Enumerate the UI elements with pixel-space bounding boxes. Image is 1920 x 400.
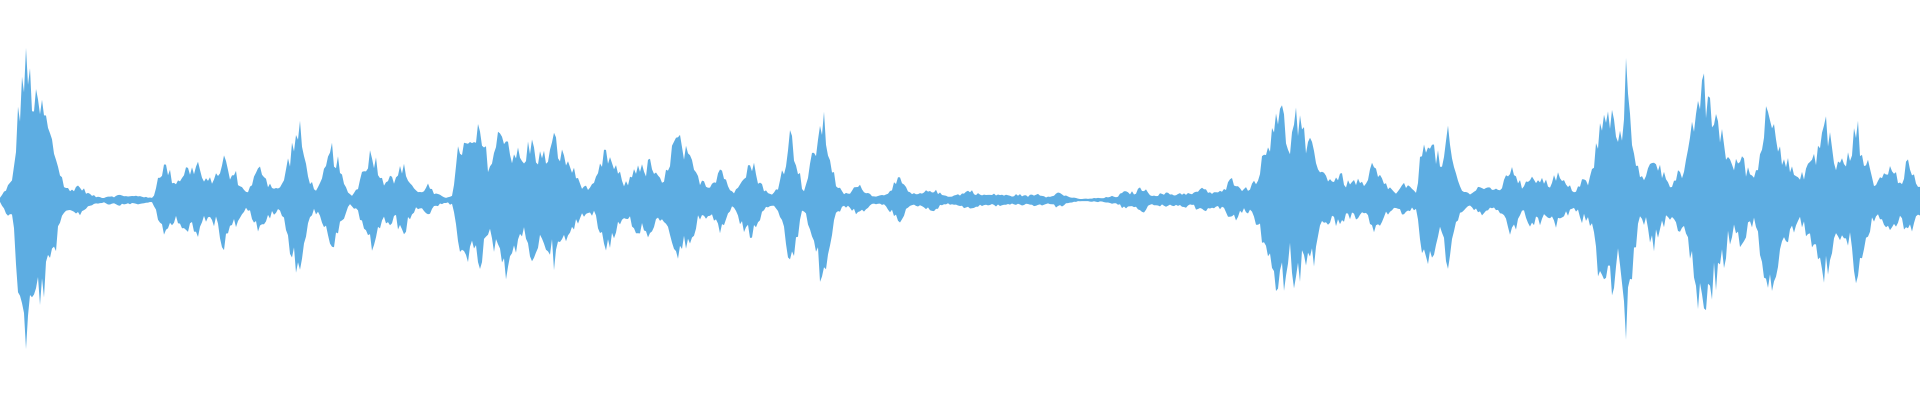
waveform-shape — [0, 47, 1920, 350]
